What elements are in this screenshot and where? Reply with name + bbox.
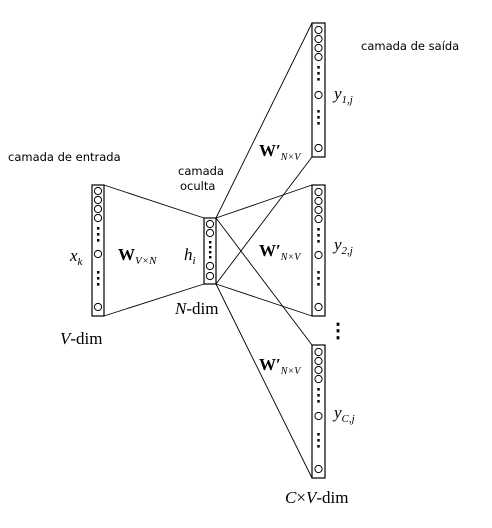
hidden-to-outC-top-line	[215, 217, 313, 346]
hidden-layer-label-line1: camada	[178, 164, 224, 178]
input-vector-label: xk	[69, 246, 84, 268]
hidden-dimension-label: N-dim	[174, 299, 218, 318]
hidden-to-out2-top-line	[215, 184, 313, 219]
output-layer-1-vector	[311, 22, 326, 158]
hidden-vector-label: hi	[184, 245, 196, 267]
output-layer-label: camada de saída	[361, 39, 459, 53]
output-layer-2-vector	[311, 184, 326, 317]
output-weight-matrix-2-label: W′N×V	[259, 241, 302, 263]
output-layers-ellipsis: ⋮	[328, 320, 348, 342]
hidden-layer-label-line2: oculta	[180, 179, 215, 193]
output-1-vector-label: y1,j	[332, 84, 353, 106]
connections	[103, 22, 313, 479]
output-2-vector-label: y2,j	[332, 235, 353, 257]
output-dimension-label: C×V-dim	[285, 488, 348, 507]
hidden-to-out1-top-line	[215, 22, 313, 219]
hidden-layer-vector	[203, 217, 217, 285]
output-weight-matrix-C-label: W′N×V	[259, 355, 302, 377]
output-weight-matrix-1-label: W′N×V	[259, 141, 302, 163]
input-to-hidden-bottom-line	[103, 283, 205, 317]
output-C-vector-label: yC,j	[332, 403, 355, 425]
hidden-to-out1-bottom-line	[215, 156, 313, 285]
hidden-to-outC-bottom-line	[215, 283, 313, 479]
input-weight-matrix-label: WV×N	[118, 245, 157, 267]
output-layer-C-vector	[311, 344, 326, 479]
input-dimension-label: V-dim	[60, 329, 103, 348]
input-layer-label: camada de entrada	[8, 150, 121, 164]
input-layer-vector	[91, 184, 105, 317]
hidden-to-out2-bottom-line	[215, 283, 313, 317]
input-to-hidden-top-line	[103, 184, 205, 219]
